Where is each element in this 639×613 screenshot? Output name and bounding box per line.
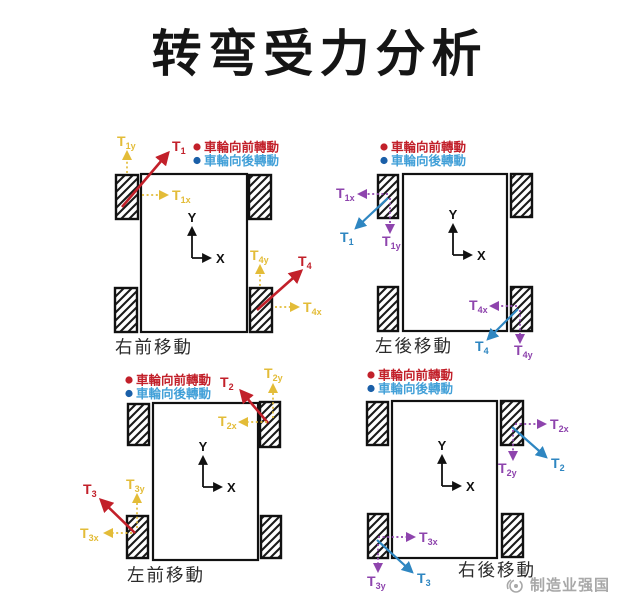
- legend-forward-dot-icon: [125, 376, 133, 384]
- force-T3x-label: T3x: [80, 525, 99, 543]
- force-T2-label: T2: [220, 374, 234, 392]
- panel-caption: 左後移動: [375, 336, 453, 356]
- force-T2-arrow: [239, 388, 269, 424]
- wheel-front-left: [376, 173, 400, 220]
- panel-move-front-left: 車輪向前轉動 車輪向後轉動 Y X T2 T2y T2x T3: [60, 360, 330, 600]
- force-T4y-label: T4y: [514, 342, 533, 360]
- y-axis-label: Y: [449, 207, 458, 222]
- y-axis-label: Y: [438, 438, 447, 453]
- wheel-rear-left: [376, 285, 400, 333]
- x-axis-label: X: [477, 248, 486, 263]
- legend: 車輪向前轉動 車輪向後轉動: [380, 140, 466, 168]
- wheel-front-right: [258, 400, 282, 449]
- watermark-text: 制造业强国: [530, 577, 611, 594]
- chassis-body: [151, 401, 260, 562]
- legend-forward-label: 車輪向前轉動: [204, 140, 279, 155]
- legend-forward-label: 車輪向前轉動: [136, 373, 211, 388]
- wheel-front-left: [365, 400, 390, 447]
- wheel-front-left: [126, 402, 151, 447]
- wheel-front-right: [509, 172, 534, 219]
- force-T1x-label: T1x: [172, 187, 191, 205]
- force-T2x-label: T2x: [218, 413, 237, 431]
- coordinate-axes: Y X: [448, 207, 486, 263]
- panel-move-front-right: 車輪向前轉動 車輪向後轉動 Y X T1 T1y T1x T4: [60, 120, 330, 360]
- coordinate-axes: Y X: [187, 210, 225, 266]
- force-T4x-label: T4x: [469, 297, 488, 315]
- panel-move-back-right: 車輪向前轉動 車輪向後轉動 Y X T2x T2 T2y T3x: [330, 360, 600, 600]
- x-axis-label: X: [466, 479, 475, 494]
- force-T1-label: T1: [172, 138, 186, 156]
- legend-backward-dot-icon: [380, 156, 388, 165]
- wheel-rear-right: [509, 285, 534, 333]
- legend-backward-dot-icon: [367, 384, 375, 393]
- legend-forward-label: 車輪向前轉動: [378, 368, 453, 383]
- force-T4-arrow: [486, 308, 519, 341]
- coordinate-axes: Y X: [198, 439, 236, 495]
- force-T1y-label: T1y: [117, 133, 136, 151]
- y-axis-label: Y: [188, 210, 197, 225]
- force-T4-label: T4: [475, 338, 489, 356]
- legend-forward-dot-icon: [380, 143, 388, 151]
- panel-caption: 右後移動: [458, 560, 536, 580]
- force-T1x-label: T1x: [336, 185, 355, 203]
- legend-backward-label: 車輪向後轉動: [378, 381, 453, 396]
- legend-backward-label: 車輪向後轉動: [391, 153, 466, 168]
- force-T3y-label: T3y: [126, 476, 145, 494]
- force-T4-arrow: [256, 269, 304, 311]
- legend: 車輪向前轉動 車輪向後轉動: [193, 140, 279, 168]
- force-T1-arrow: [354, 197, 389, 230]
- wheel-rear-left: [125, 514, 150, 560]
- force-T4x-label: T4x: [303, 299, 322, 317]
- wheel-front-right: [499, 399, 525, 447]
- wheel-rear-left: [366, 512, 390, 560]
- chassis-body: [139, 172, 249, 334]
- legend-backward-dot-icon: [125, 389, 133, 398]
- legend-forward-dot-icon: [367, 371, 375, 379]
- force-T4y-label: T4y: [250, 247, 269, 265]
- legend-forward-dot-icon: [193, 143, 201, 151]
- x-axis-label: X: [216, 251, 225, 266]
- chassis-body: [401, 172, 509, 333]
- force-T1-arrow: [121, 150, 170, 208]
- force-T3y-label: T3y: [367, 573, 386, 591]
- wheel-front-left: [114, 173, 140, 221]
- panel-caption: 左前移動: [127, 565, 205, 585]
- legend: 車輪向前轉動 車輪向後轉動: [125, 373, 211, 401]
- force-T3-label: T3: [417, 570, 431, 588]
- force-T1-label: T1: [340, 229, 354, 247]
- force-T3-arrow: [376, 539, 414, 574]
- wheel-rear-right: [500, 512, 525, 559]
- legend-backward-dot-icon: [193, 156, 201, 165]
- force-T3x-label: T3x: [419, 529, 438, 547]
- panel-caption: 右前移動: [115, 337, 193, 357]
- coordinate-axes: Y X: [437, 438, 475, 494]
- watermark-logo-icon: [506, 578, 523, 593]
- force-T2y-label: T2y: [498, 460, 517, 478]
- legend-backward-label: 車輪向後轉動: [136, 386, 211, 401]
- chassis-body: [390, 399, 499, 560]
- y-axis-label: Y: [199, 439, 208, 454]
- wheel-rear-right: [248, 286, 274, 334]
- legend-forward-label: 車輪向前轉動: [391, 140, 466, 155]
- force-T1y-label: T1y: [382, 233, 401, 251]
- force-T2-arrow: [511, 426, 548, 459]
- wheel-front-right: [247, 173, 273, 221]
- page-title: 转弯受力分析: [151, 26, 488, 82]
- wheel-rear-right: [259, 514, 283, 560]
- force-T3-label: T3: [83, 481, 97, 499]
- force-T2x-label: T2x: [550, 416, 569, 434]
- x-axis-label: X: [227, 480, 236, 495]
- panel-move-back-left: 車輪向前轉動 車輪向後轉動 Y X T1x T1 T1y T4x: [330, 120, 600, 360]
- legend: 車輪向前轉動 車輪向後轉動: [367, 368, 453, 396]
- watermark: 制造业强国: [505, 574, 610, 595]
- wheel-rear-left: [113, 286, 139, 334]
- force-T3-arrow: [98, 498, 136, 534]
- force-T2y-label: T2y: [264, 365, 283, 383]
- legend-backward-label: 車輪向後轉動: [204, 153, 279, 168]
- force-T4-label: T4: [298, 253, 312, 271]
- force-T2-label: T2: [551, 455, 565, 473]
